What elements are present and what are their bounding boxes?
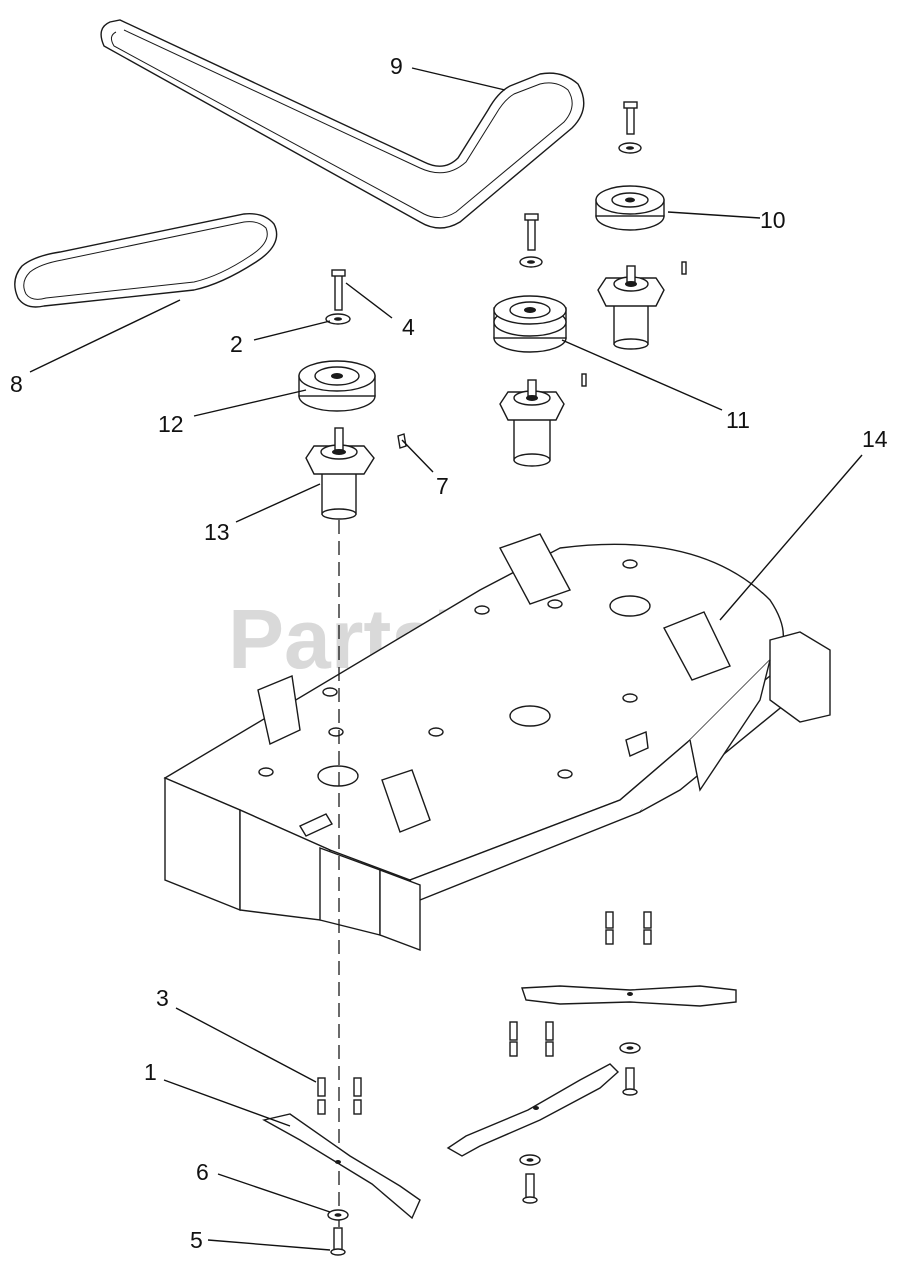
blade-right[interactable]	[521, 985, 737, 1007]
leader-10	[667, 211, 761, 219]
leader-3	[175, 1007, 317, 1083]
callout-10[interactable]: 10	[760, 207, 786, 233]
leader-5	[207, 1239, 331, 1251]
spindle-pulley-left[interactable]	[298, 360, 376, 412]
callout-1[interactable]: 1	[144, 1059, 157, 1085]
callout-11[interactable]: 11	[726, 407, 750, 433]
blade-bolts-center[interactable]	[509, 1021, 554, 1057]
spindle-pulley-right[interactable]	[595, 185, 665, 231]
leader-12	[193, 389, 307, 417]
leader-9	[411, 67, 506, 91]
leader-lines	[29, 67, 863, 1251]
leader-13	[235, 483, 321, 523]
leader-2	[253, 320, 331, 341]
blade-washer-center[interactable]	[519, 1154, 541, 1166]
callout-labels: 9 10 11 8 4 2 12 7 13 14 3 1 6 5	[10, 53, 888, 1253]
callout-4[interactable]: 4	[402, 314, 415, 340]
callout-2[interactable]: 2	[230, 331, 243, 357]
blade-bolts-left[interactable]	[317, 1077, 362, 1115]
leader-1	[163, 1079, 291, 1127]
callout-8[interactable]: 8	[10, 371, 23, 397]
leader-4	[345, 282, 393, 319]
spindle-key-center[interactable]	[581, 373, 587, 387]
drive-belt-small[interactable]	[14, 213, 278, 308]
leader-14	[719, 454, 863, 621]
blade-bolt-left[interactable]	[330, 1227, 346, 1256]
callout-5[interactable]: 5	[190, 1227, 203, 1253]
blade-bolts-right[interactable]	[605, 911, 652, 945]
spindle-housing-right[interactable]	[597, 265, 665, 350]
drive-belt-large[interactable]	[100, 19, 585, 229]
callout-6[interactable]: 6	[196, 1159, 209, 1185]
callout-3[interactable]: 3	[156, 985, 169, 1011]
spindle-pulley-center[interactable]	[493, 295, 567, 353]
spindle-housing-center[interactable]	[499, 379, 565, 467]
spindle-washer-center[interactable]	[519, 256, 543, 268]
callout-14[interactable]: 14	[862, 426, 888, 452]
spindle-key-right[interactable]	[681, 261, 687, 275]
mower-deck[interactable]	[163, 533, 831, 952]
blade-washer-left[interactable]	[327, 1209, 349, 1221]
blade-left[interactable]	[262, 1113, 421, 1220]
leader-11	[561, 339, 723, 411]
blade-bolt-right[interactable]	[622, 1067, 638, 1096]
left-spindle-assembly	[298, 269, 407, 520]
leader-7	[401, 439, 434, 473]
leader-6	[217, 1173, 331, 1213]
center-spindle-assembly	[493, 213, 587, 467]
spindle-washer-left[interactable]	[325, 313, 351, 325]
spindle-bolt-center[interactable]	[524, 213, 539, 251]
blade-washer-right[interactable]	[619, 1042, 641, 1054]
callout-9[interactable]: 9	[390, 53, 403, 79]
right-spindle-assembly	[595, 101, 687, 350]
callout-7[interactable]: 7	[436, 473, 449, 499]
callout-12[interactable]: 12	[158, 411, 184, 437]
leader-8	[29, 299, 181, 373]
blade-bolt-center[interactable]	[522, 1173, 538, 1204]
spindle-housing-left[interactable]	[305, 427, 375, 520]
callout-13[interactable]: 13	[204, 519, 230, 545]
spindle-bolt-left[interactable]	[331, 269, 346, 311]
blade-center[interactable]	[446, 1063, 620, 1157]
spindle-washer-right[interactable]	[618, 142, 642, 154]
spindle-bolt-right[interactable]	[623, 101, 638, 135]
